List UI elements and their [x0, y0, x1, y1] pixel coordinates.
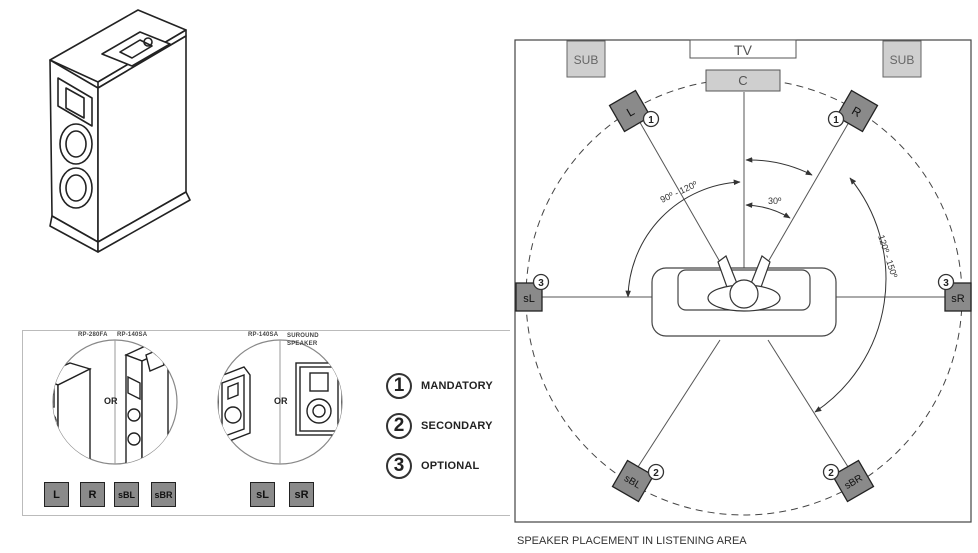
subwoofer-right	[882, 40, 922, 78]
caption-rp280fa: RP-280FA	[78, 332, 108, 338]
center-speaker	[705, 69, 781, 92]
caption-surround-speaker: SUROUND SPEAKER	[287, 332, 319, 348]
legend-text-2: SECONDARY	[421, 420, 493, 432]
options-panel	[22, 330, 510, 516]
subwoofer-left-label: SUB	[574, 53, 599, 67]
caption-surround-line1: SUROUND	[287, 333, 319, 339]
caption-rp140sa-right: RP-140SA	[248, 332, 279, 338]
speaker-sBR: sBR	[831, 459, 875, 503]
legend-text-3: OPTIONAL	[421, 460, 480, 472]
angle-center-label: 30º	[768, 196, 782, 206]
arc-rear-angle	[814, 177, 887, 413]
diagram-caption: SPEAKER PLACEMENT IN LISTENING AREA	[517, 535, 747, 547]
line-to-R	[767, 109, 857, 263]
svg-text:3: 3	[943, 278, 949, 289]
or-label-left: OR	[104, 396, 118, 406]
arc-front-angle	[625, 179, 741, 298]
chip-R: R	[80, 482, 105, 507]
svg-text:1: 1	[833, 115, 839, 126]
line-to-sBR	[767, 339, 851, 471]
chip-sR: sR	[289, 482, 314, 507]
speaker-R: R	[835, 89, 879, 133]
legend-mandatory: 1 MANDATORY	[386, 370, 493, 402]
legend-number-2: 2	[386, 413, 412, 439]
priority-badge-sBR: 2	[822, 463, 840, 481]
caption-rp140sa-left: RP-140SA	[117, 332, 148, 338]
svg-text:2: 2	[828, 468, 834, 479]
priority-badge-sBL: 2	[647, 463, 665, 481]
tv-box	[689, 39, 797, 59]
tower-speaker-illustration	[49, 9, 191, 253]
caption-surround-line2: SPEAKER	[287, 341, 318, 347]
priority-badge-sR: 3	[937, 273, 955, 291]
listener	[707, 255, 781, 312]
subwoofer-right-label: SUB	[890, 53, 915, 67]
speaker-L: L	[608, 89, 652, 133]
tv-label: TV	[734, 42, 753, 58]
or-label-right: OR	[274, 396, 288, 406]
line-to-sBL	[635, 339, 721, 471]
speaker-sBL: sBL	[611, 459, 655, 503]
arc-center-angle-inner	[745, 202, 791, 219]
svg-text:3: 3	[538, 278, 544, 289]
arc-center-angle	[745, 157, 813, 176]
front-rear-options-circle	[52, 339, 178, 465]
speaker-sL-label: sL	[523, 293, 535, 305]
priority-badge-L: 1	[642, 110, 660, 128]
chip-sBR: sBR	[151, 482, 176, 507]
speaker-sR-label: sR	[951, 293, 965, 305]
center-speaker-label: C	[738, 73, 747, 88]
legend-secondary: 2 SECONDARY	[386, 410, 493, 442]
priority-badge-R: 1	[827, 110, 845, 128]
legend-number-3: 3	[386, 453, 412, 479]
surround-options-circle	[217, 339, 343, 465]
legend-optional: 3 OPTIONAL	[386, 450, 479, 482]
svg-text:1: 1	[648, 115, 654, 126]
legend-text-1: MANDATORY	[421, 380, 493, 392]
priority-badge-sL: 3	[532, 273, 550, 291]
chip-sL: sL	[250, 482, 275, 507]
legend-number-1: 1	[386, 373, 412, 399]
chip-sBL: sBL	[114, 482, 139, 507]
chip-L: L	[44, 482, 69, 507]
subwoofer-left	[566, 40, 606, 78]
svg-text:2: 2	[653, 468, 659, 479]
